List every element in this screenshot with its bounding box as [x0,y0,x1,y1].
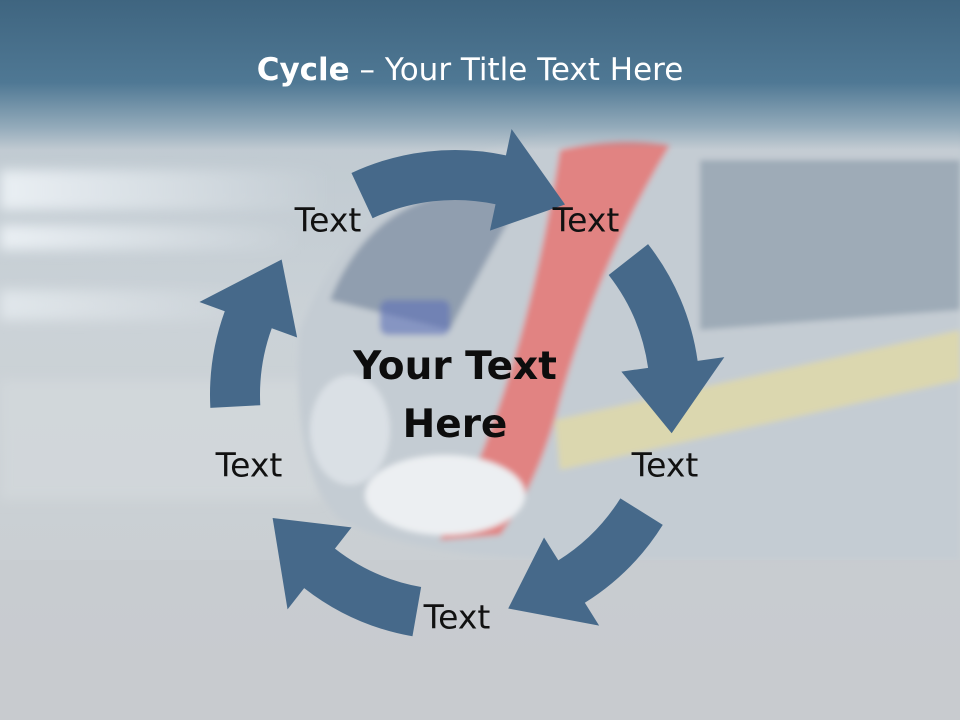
cycle-arrow-bottom-right [508,498,663,626]
cycle-arrow-right [608,244,725,434]
cycle-arrow-top [351,128,565,231]
slide-title-bold: Cycle [256,52,350,88]
center-text-line2: Here [402,402,508,447]
node-label-top-right: Text [552,200,620,240]
node-label-bottom: Text [423,597,491,637]
node-label-left: Text [215,445,283,485]
node-label-right: Text [631,445,699,485]
center-text: Your Text Here [325,338,585,454]
title-band [0,0,960,150]
cycle-arrow-left [199,259,298,408]
node-label-top-left: Text [294,200,362,240]
cycle-arrow-bottom-left [272,518,422,637]
slide-title-rest: – Your Title Text Here [349,52,684,88]
slide-title: Cycle – Your Title Text Here [0,52,940,88]
center-text-line1: Your Text [353,344,557,389]
